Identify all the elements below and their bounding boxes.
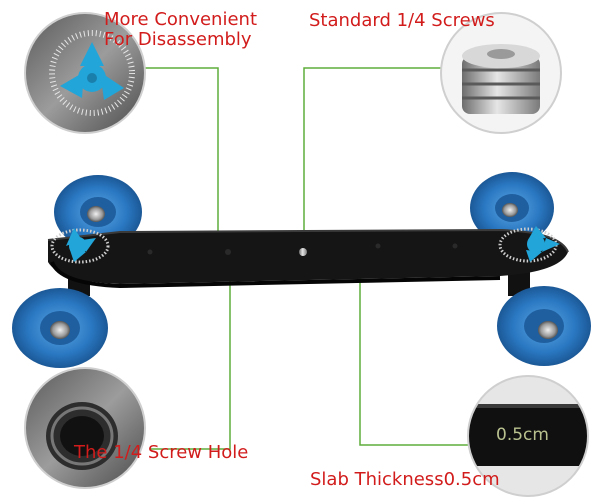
- leader-slab: [359, 274, 476, 446]
- inset-slab-detail: [467, 375, 589, 497]
- inset-hole-detail: [24, 367, 146, 489]
- leader-screws: [303, 67, 441, 235]
- inset-screw-detail: [440, 12, 562, 134]
- knob-right: [526, 226, 560, 262]
- knob-left: [66, 228, 96, 262]
- wheel-back-left: [54, 175, 142, 249]
- wheel-back-right: [470, 172, 554, 244]
- callout-slab: Slab Thickness0.5cm: [310, 469, 500, 490]
- callout-screw-hole: The 1/4 Screw Hole: [74, 442, 249, 463]
- callout-screws: Standard 1/4 Screws: [309, 10, 495, 31]
- callout-disassembly: More Convenient For Disassembly: [104, 10, 257, 50]
- inset-knob-detail: [24, 12, 146, 134]
- wheel-front-left: [12, 288, 108, 368]
- inset-thickness-label: 0.5cm: [496, 425, 549, 445]
- dolly-plate: [47, 226, 569, 289]
- callout-disassembly-line1: More Convenient: [104, 9, 258, 30]
- wheel-front-right: [497, 286, 591, 366]
- leader-hole: [150, 262, 231, 450]
- callout-disassembly-line2: For Disassembly: [104, 29, 252, 50]
